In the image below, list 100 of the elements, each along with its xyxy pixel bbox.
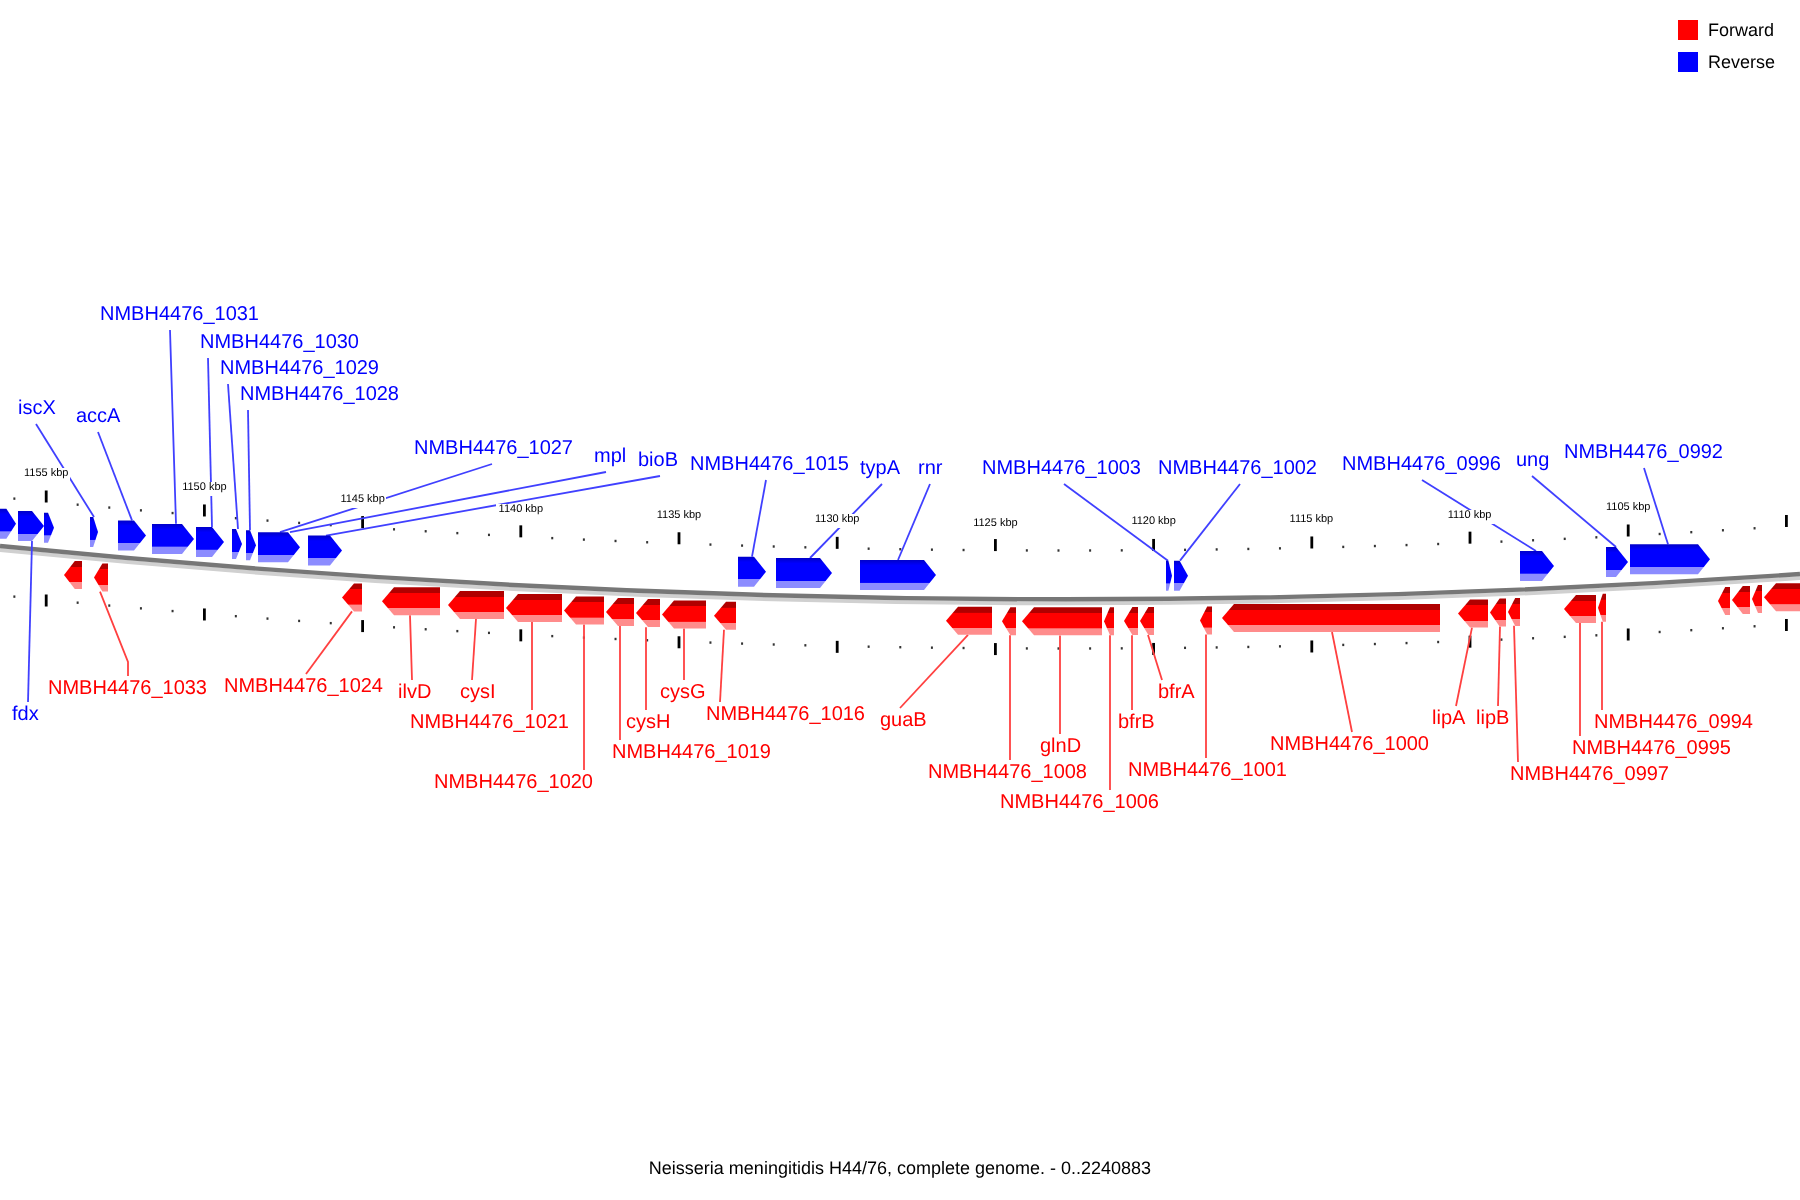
leader-line — [1455, 626, 1473, 707]
gene-label: guaB — [880, 710, 927, 734]
gene-block — [308, 535, 342, 566]
gene-block — [1124, 607, 1138, 636]
gene-label: NMBH4476_1027 — [414, 438, 573, 462]
gene-block — [0, 508, 16, 539]
gene-label: fdx — [12, 704, 39, 728]
gene-label: NMBH4476_0997 — [1510, 764, 1669, 788]
gene-label: NMBH4476_1008 — [928, 762, 1087, 786]
caption: Neisseria meningitidis H44/76, complete genome. - 0..2240883 — [646, 1156, 1154, 1180]
gene-label: NMBH4476_1028 — [240, 384, 399, 408]
gene-block — [1200, 606, 1212, 635]
gene-label: rnr — [918, 458, 943, 482]
gene-block — [1140, 607, 1154, 635]
gene-label: NMBH4476_1020 — [434, 772, 593, 796]
leader-line — [1601, 620, 1603, 711]
leader-line — [207, 357, 213, 528]
leader-line — [1109, 634, 1111, 791]
gene-label: accA — [76, 406, 121, 430]
leader-line — [1579, 622, 1581, 737]
gene-label: lipA — [1432, 708, 1466, 732]
leader-line — [97, 431, 133, 522]
gene-label: NMBH4476_1030 — [200, 332, 359, 356]
gene-label: NMBH4476_1000 — [1270, 734, 1429, 758]
gene-label: NMBH4476_0996 — [1342, 454, 1501, 478]
leader-line — [719, 628, 725, 703]
gene-block — [1732, 585, 1750, 614]
gene-label: NMBH4476_1033 — [48, 678, 207, 702]
leader-line — [583, 623, 585, 771]
leader-line — [899, 633, 969, 709]
gene-block — [714, 601, 736, 630]
leader-line — [1179, 483, 1241, 562]
gene-block — [946, 606, 992, 635]
leader-line — [247, 409, 251, 532]
leader-line — [99, 590, 129, 677]
leader-line — [1205, 633, 1207, 759]
gene-label: iscX — [18, 398, 56, 422]
gene-block — [152, 523, 194, 554]
gene-label: cysI — [460, 682, 496, 706]
gene-block — [90, 517, 98, 547]
gene-label: NMBH4476_1019 — [612, 742, 771, 766]
leader-line — [1331, 631, 1353, 733]
gene-label: NMBH4476_1024 — [224, 676, 383, 700]
gene-label: ung — [1516, 450, 1550, 474]
leader-line — [1531, 475, 1617, 548]
leader-line — [1513, 624, 1519, 763]
gene-label: bfrB — [1118, 712, 1155, 736]
leader-line — [531, 621, 533, 711]
gene-block — [382, 587, 440, 616]
gene-block — [1458, 599, 1488, 628]
gene-block — [776, 558, 832, 589]
gene-label: NMBH4476_1003 — [982, 458, 1141, 482]
gene-label: NMBH4476_0995 — [1572, 738, 1731, 762]
gene-block — [94, 563, 108, 592]
gene-block — [1174, 560, 1188, 591]
gene-label: NMBH4476_1016 — [706, 704, 865, 728]
gene-label: bioB — [638, 450, 679, 474]
gene-label: NMBH4476_1015 — [690, 454, 849, 478]
gene-label: bfrA — [1158, 682, 1195, 706]
gene-label: NMBH4476_1031 — [100, 304, 259, 328]
leader-line — [227, 383, 239, 530]
gene-block — [1508, 597, 1520, 626]
leader-line — [897, 483, 931, 561]
gene-label: typA — [860, 458, 901, 482]
gene-block — [196, 526, 224, 557]
gene-block — [1002, 607, 1016, 636]
leader-line — [471, 618, 477, 681]
gene-label: cysH — [626, 712, 671, 736]
gene-block — [1490, 598, 1506, 627]
gene-block — [342, 583, 362, 612]
leader-line — [645, 626, 647, 711]
leader-line — [169, 329, 177, 525]
gene-block — [64, 561, 82, 590]
gene-label: NMBH4476_0994 — [1594, 712, 1753, 736]
leader-line — [1643, 467, 1669, 546]
gene-block — [564, 596, 604, 625]
gene-block — [1718, 587, 1730, 615]
leader-line — [289, 471, 607, 534]
leader-line — [409, 614, 413, 681]
leader-line — [1131, 634, 1133, 711]
gene-label: cysG — [660, 682, 706, 706]
gene-block — [636, 599, 660, 628]
gene-block — [506, 594, 562, 623]
gene-label: lipB — [1476, 708, 1510, 732]
gene-block — [738, 556, 766, 587]
leader-line — [1147, 634, 1163, 681]
leader-line — [1497, 625, 1501, 707]
gene-block — [118, 520, 146, 551]
gene-block — [662, 600, 706, 629]
leader-line — [305, 610, 353, 675]
gene-label: NMBH4476_1002 — [1158, 458, 1317, 482]
leader-line — [1009, 634, 1011, 761]
legend-label: Reverse — [1708, 50, 1776, 74]
leader-line — [325, 475, 661, 537]
leader-line — [619, 625, 621, 741]
gene-block — [860, 560, 936, 590]
gene-block — [1222, 604, 1440, 632]
gene-label: glnD — [1040, 736, 1082, 760]
leader-line — [1063, 483, 1169, 562]
gene-block — [448, 590, 504, 619]
